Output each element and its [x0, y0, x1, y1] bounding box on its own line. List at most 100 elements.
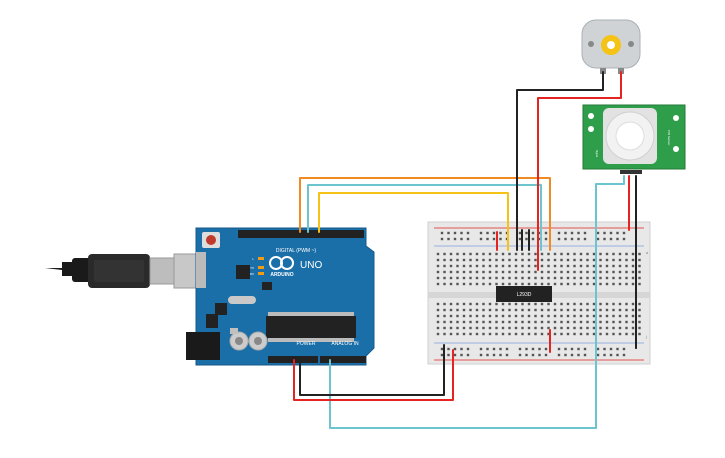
- breadboard-hole[interactable]: [553, 314, 557, 318]
- breadboard-hole[interactable]: [456, 320, 459, 324]
- breadboard-hole[interactable]: [508, 332, 511, 336]
- breadboard-hole[interactable]: [495, 320, 498, 324]
- breadboard-hole[interactable]: [482, 270, 485, 274]
- breadboard-hole[interactable]: [631, 320, 635, 324]
- breadboard-hole[interactable]: [625, 282, 628, 286]
- breadboard-hole[interactable]: [540, 314, 544, 318]
- breadboard-hole[interactable]: [566, 276, 570, 280]
- breadboard-hole[interactable]: [508, 258, 511, 262]
- rail-hole[interactable]: [622, 237, 626, 241]
- breadboard-hole[interactable]: [625, 270, 628, 274]
- breadboard-hole[interactable]: [475, 270, 479, 274]
- rail-hole[interactable]: [531, 347, 535, 351]
- breadboard-hole[interactable]: [618, 252, 622, 256]
- breadboard-hole[interactable]: [527, 264, 531, 268]
- breadboard-hole[interactable]: [449, 326, 453, 330]
- breadboard-hole[interactable]: [482, 282, 485, 286]
- breadboard-hole[interactable]: [501, 276, 505, 280]
- rail-hole[interactable]: [492, 347, 496, 351]
- breadboard-hole[interactable]: [573, 308, 576, 312]
- breadboard-hole[interactable]: [605, 282, 609, 286]
- breadboard-hole[interactable]: [501, 264, 505, 268]
- breadboard-hole[interactable]: [612, 326, 615, 330]
- breadboard-hole[interactable]: [579, 282, 583, 286]
- wire-motor-black[interactable]: [516, 71, 604, 251]
- breadboard-hole[interactable]: [566, 314, 570, 318]
- breadboard-hole[interactable]: [592, 276, 596, 280]
- rail-hole[interactable]: [447, 231, 450, 235]
- rail-hole[interactable]: [499, 231, 502, 235]
- breadboard-hole[interactable]: [527, 282, 531, 286]
- rail-hole[interactable]: [453, 353, 457, 357]
- breadboard-hole[interactable]: [462, 264, 466, 268]
- rail-hole[interactable]: [479, 237, 483, 241]
- breadboard-hole[interactable]: [599, 326, 602, 330]
- breadboard-hole[interactable]: [482, 264, 485, 268]
- rail-hole[interactable]: [603, 347, 606, 351]
- breadboard-hole[interactable]: [586, 302, 589, 306]
- breadboard-hole[interactable]: [631, 282, 635, 286]
- breadboard-hole[interactable]: [482, 320, 485, 324]
- rail-hole[interactable]: [505, 347, 509, 351]
- rail-hole[interactable]: [616, 347, 619, 351]
- breadboard-hole[interactable]: [605, 308, 609, 312]
- breadboard-hole[interactable]: [514, 314, 518, 318]
- breadboard-hole[interactable]: [443, 314, 446, 318]
- breadboard-hole[interactable]: [638, 308, 641, 312]
- breadboard-hole[interactable]: [625, 314, 628, 318]
- breadboard-hole[interactable]: [521, 270, 524, 274]
- breadboard-hole[interactable]: [456, 332, 459, 336]
- breadboard-hole[interactable]: [443, 258, 446, 262]
- wire-power-black[interactable]: [299, 344, 445, 396]
- rail-hole[interactable]: [518, 347, 522, 351]
- rail-hole[interactable]: [479, 353, 483, 357]
- breadboard-hole[interactable]: [436, 270, 440, 274]
- breadboard-hole[interactable]: [573, 258, 576, 262]
- breadboard-hole[interactable]: [573, 276, 576, 280]
- power-jack[interactable]: [186, 332, 220, 360]
- rail-hole[interactable]: [453, 237, 457, 241]
- breadboard-hole[interactable]: [612, 302, 615, 306]
- breadboard-hole[interactable]: [469, 314, 472, 318]
- breadboard-hole[interactable]: [501, 252, 505, 256]
- breadboard-hole[interactable]: [631, 326, 635, 330]
- rail-hole[interactable]: [622, 353, 626, 357]
- power-header[interactable]: [268, 356, 318, 363]
- rail-hole[interactable]: [616, 353, 619, 357]
- wire-yellow[interactable]: [318, 192, 509, 251]
- rail-hole[interactable]: [466, 231, 470, 235]
- breadboard-hole[interactable]: [540, 332, 544, 336]
- breadboard-hole[interactable]: [579, 320, 583, 324]
- breadboard-hole[interactable]: [586, 308, 589, 312]
- breadboard-hole[interactable]: [605, 264, 609, 268]
- breadboard-hole[interactable]: [527, 258, 531, 262]
- breadboard-hole[interactable]: [514, 276, 518, 280]
- breadboard-hole[interactable]: [456, 326, 459, 330]
- rail-hole[interactable]: [479, 231, 483, 235]
- breadboard-hole[interactable]: [566, 282, 570, 286]
- breadboard-hole[interactable]: [599, 258, 602, 262]
- breadboard-hole[interactable]: [631, 332, 635, 336]
- breadboard-hole[interactable]: [586, 270, 589, 274]
- breadboard-hole[interactable]: [521, 258, 524, 262]
- breadboard-hole[interactable]: [527, 326, 531, 330]
- breadboard-hole[interactable]: [605, 276, 609, 280]
- breadboard-hole[interactable]: [488, 326, 492, 330]
- breadboard-hole[interactable]: [579, 308, 583, 312]
- breadboard-hole[interactable]: [625, 252, 628, 256]
- breadboard-hole[interactable]: [547, 326, 550, 330]
- breadboard-hole[interactable]: [469, 320, 472, 324]
- breadboard-hole[interactable]: [612, 252, 615, 256]
- wire-power-red[interactable]: [293, 349, 454, 401]
- breadboard-hole[interactable]: [475, 276, 479, 280]
- rail-hole[interactable]: [466, 353, 470, 357]
- rail-hole[interactable]: [583, 353, 587, 357]
- breadboard-hole[interactable]: [508, 326, 511, 330]
- breadboard-hole[interactable]: [540, 276, 544, 280]
- breadboard-hole[interactable]: [599, 308, 602, 312]
- breadboard-hole[interactable]: [586, 258, 589, 262]
- breadboard-hole[interactable]: [514, 326, 518, 330]
- breadboard-hole[interactable]: [553, 308, 557, 312]
- breadboard-hole[interactable]: [586, 326, 589, 330]
- breadboard-hole[interactable]: [475, 252, 479, 256]
